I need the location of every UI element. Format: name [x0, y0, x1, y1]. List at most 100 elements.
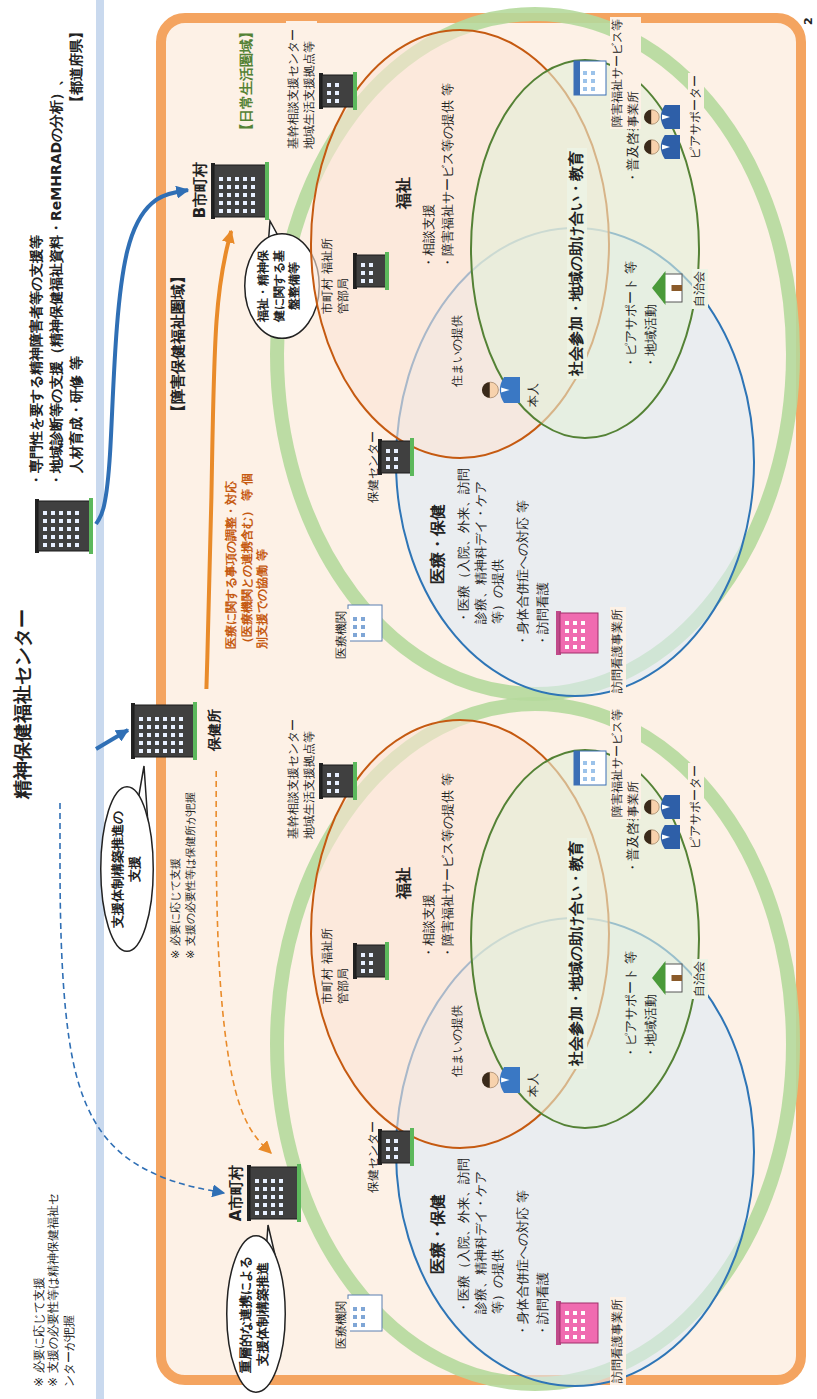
window: [51, 527, 55, 531]
window: [279, 1179, 283, 1183]
window: [361, 263, 365, 267]
building-body: [381, 441, 413, 473]
window: [279, 1195, 283, 1199]
annotation-label: 市町村 福祉所管部局: [320, 924, 351, 1004]
node-title: A市町村: [227, 1165, 247, 1222]
label-holder: 基幹相談支援センター 地域生活支援拠点等: [286, 711, 317, 841]
window: [335, 789, 339, 793]
building-icon: [35, 498, 93, 554]
window: [591, 761, 595, 765]
window: [361, 279, 365, 283]
node-outline: [245, 234, 320, 339]
node-title: 【障害保健福祉圏域】: [169, 269, 189, 419]
person-icon: [644, 135, 680, 159]
building-icon: [378, 1128, 414, 1166]
house-body: [664, 274, 682, 302]
window: [155, 741, 159, 745]
label-holder: 【日常生活圏域】: [236, 12, 255, 137]
building-body: [348, 1295, 382, 1331]
text-holder: ・医療（入院、外来、訪問診療、精神科デイ・ケア等）の提供: [456, 1154, 507, 1314]
window: [573, 645, 577, 649]
window: [251, 193, 255, 197]
node-title: 福祉・精神保健に関する基盤整備等: [256, 247, 303, 325]
annotation-label: 2: [802, 15, 816, 27]
window: [394, 457, 398, 461]
label-holder: ※ 必要に応じて支援: [28, 1182, 48, 1387]
window: [369, 263, 373, 267]
window: [565, 645, 569, 649]
person-collar: [501, 387, 509, 392]
node-title: 医療・保健: [428, 504, 449, 584]
label-holder: ピアサポーター: [684, 69, 704, 161]
window: [75, 511, 79, 515]
window: [43, 543, 47, 547]
window: [147, 725, 151, 729]
annotation-label: 住まいの提供: [450, 1005, 466, 1077]
text-holder: ・訪問看護: [532, 1217, 552, 1337]
node-body: ・障害福祉サービス等の提供 等: [440, 773, 457, 959]
window: [361, 1323, 365, 1327]
label-holder: 本人: [522, 1063, 542, 1097]
annotation-label: 【日常生活圏域】: [237, 25, 255, 137]
node-body: ・相談支援: [421, 204, 438, 269]
person-body: [661, 825, 680, 849]
window: [255, 1195, 259, 1199]
window: [565, 637, 569, 641]
window: [219, 177, 223, 181]
label-holder: 住まいの提供: [446, 307, 466, 387]
node-body: ・医療（入院、外来、訪問診療、精神科デイ・ケア等）の提供: [456, 464, 507, 624]
text-holder: 保健所: [204, 689, 223, 771]
node-body: ・障害福祉サービス等の提供 等: [440, 83, 457, 269]
window: [573, 637, 577, 641]
window: [386, 457, 390, 461]
text-holder: 社会参加・地域の助け合い・教育: [566, 129, 587, 379]
window: [369, 279, 373, 283]
person-body: [500, 377, 520, 403]
window: [581, 1335, 585, 1339]
node-title: B市町村: [191, 162, 211, 218]
window: [573, 1319, 577, 1323]
window: [335, 773, 339, 777]
window: [263, 1203, 267, 1207]
window: [279, 1203, 283, 1207]
window: [335, 83, 339, 87]
window: [581, 621, 585, 625]
window: [179, 733, 183, 737]
text-holder: ・障害福祉サービス等の提供 等: [437, 54, 457, 269]
window: [573, 629, 577, 633]
text-holder: 【障害保健福祉圏域】: [168, 249, 189, 419]
annotation-label: 本人: [526, 383, 542, 407]
window: [147, 741, 151, 745]
window: [335, 91, 339, 95]
annotation-label: ・専門性を要する精神障害者等の支援等: [27, 235, 45, 487]
window: [335, 99, 339, 103]
node-title: 福祉: [394, 867, 415, 899]
node-body: ・訪問看護: [535, 582, 552, 647]
person-head: [645, 110, 659, 124]
window: [361, 617, 365, 621]
building-icon: [319, 762, 357, 800]
window: [179, 749, 183, 753]
label-holder: 医療機関: [330, 1281, 350, 1351]
house-body: [664, 964, 682, 992]
annotation-label: ・地域診断等の支援（精神保健福祉資料・ReMHRADの分析）、: [47, 72, 65, 487]
text-holder: 福祉: [394, 839, 415, 899]
window: [67, 519, 71, 523]
window: [75, 527, 79, 531]
annotation-label: 障害福祉サービス等 事業所: [610, 707, 641, 819]
label-holder: 保健センター: [362, 1109, 382, 1193]
annotation-label: 障害福祉サービス等 事業所: [610, 17, 641, 129]
building-body: [322, 765, 356, 797]
node-body: ・地域活動: [643, 994, 660, 1059]
window: [155, 733, 159, 737]
house-roof: [652, 271, 666, 305]
window: [43, 527, 47, 531]
label-holder: 自治会: [688, 263, 708, 309]
window: [386, 465, 390, 469]
window: [583, 71, 587, 75]
window: [581, 645, 585, 649]
building-body: [560, 613, 598, 653]
window: [583, 761, 587, 765]
node-title: 精神保健福祉センター: [10, 609, 35, 799]
